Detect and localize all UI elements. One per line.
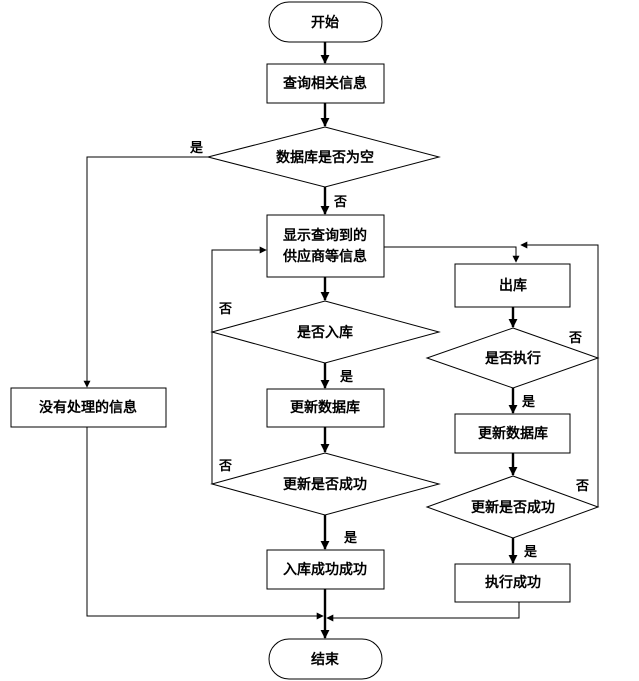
node-db-empty-label: 数据库是否为空 (276, 149, 374, 166)
edge-labels: 是 否 否 是 否 是 否 是 否 是 (189, 141, 589, 560)
node-end-label: 结束 (311, 651, 340, 668)
node-start-label: 开始 (311, 14, 339, 31)
node-query: 查询相关信息 (266, 63, 385, 104)
edge-label-no-update-left: 否 (218, 459, 232, 474)
edge-inbound-no-loop (211, 246, 267, 332)
edge-label-yes-execute: 是 (521, 395, 536, 410)
node-execute-ok-label: 执行成功 (485, 574, 541, 591)
node-outbound-label: 出库 (499, 277, 527, 294)
edge-label-yes-db-empty: 是 (189, 141, 204, 156)
edge-right-no-loop (520, 241, 599, 507)
edge-label-yes-update-left: 是 (343, 531, 358, 546)
node-show-label-line2: 供应商等信息 (282, 248, 367, 265)
node-execute-ok: 执行成功 (454, 563, 571, 603)
node-update-db-right-label: 更新数据库 (478, 425, 548, 442)
node-start: 开始 (268, 1, 383, 43)
node-update-ok-right-label: 更新是否成功 (471, 499, 555, 516)
edge-dbempty-noinfo (83, 156, 208, 388)
edge-label-no-execute: 否 (568, 331, 582, 346)
node-outbound: 出库 (454, 263, 571, 308)
node-db-empty: 数据库是否为空 (207, 126, 441, 188)
node-inbound-ok: 入库成功成功 (266, 549, 385, 590)
edge-label-no-inbound: 否 (218, 302, 232, 317)
node-update-ok-left-label: 更新是否成功 (283, 476, 367, 493)
connectors (83, 42, 599, 639)
edge-executeok-end (326, 602, 520, 622)
node-show: 显示查询到的 供应商等信息 (266, 214, 385, 278)
edge-label-no-update-right: 否 (575, 479, 589, 494)
node-is-execute: 是否执行 (425, 327, 600, 389)
node-is-inbound: 是否入库 (210, 300, 441, 364)
node-no-info-label: 没有处理的信息 (39, 399, 137, 416)
node-update-db-right: 更新数据库 (454, 413, 571, 454)
node-no-info: 没有处理的信息 (10, 387, 167, 428)
node-update-db-left-label: 更新数据库 (290, 399, 360, 416)
node-update-ok-right: 更新是否成功 (425, 475, 600, 539)
edge-label-yes-inbound: 是 (339, 370, 354, 385)
edge-noinfo-end (86, 427, 324, 620)
edge-show-outbound (384, 246, 520, 263)
node-show-label-line1: 显示查询到的 (283, 227, 367, 244)
node-is-inbound-label: 是否入库 (297, 324, 353, 341)
node-is-execute-label: 是否执行 (485, 350, 541, 367)
edge-label-yes-update-right: 是 (523, 545, 538, 560)
node-update-ok-left: 更新是否成功 (210, 452, 441, 516)
node-inbound-ok-label: 入库成功成功 (283, 561, 367, 578)
node-query-label: 查询相关信息 (283, 75, 367, 92)
node-end: 结束 (268, 638, 383, 680)
node-update-db-left: 更新数据库 (266, 388, 385, 428)
edge-label-no-db-empty: 否 (333, 195, 347, 210)
